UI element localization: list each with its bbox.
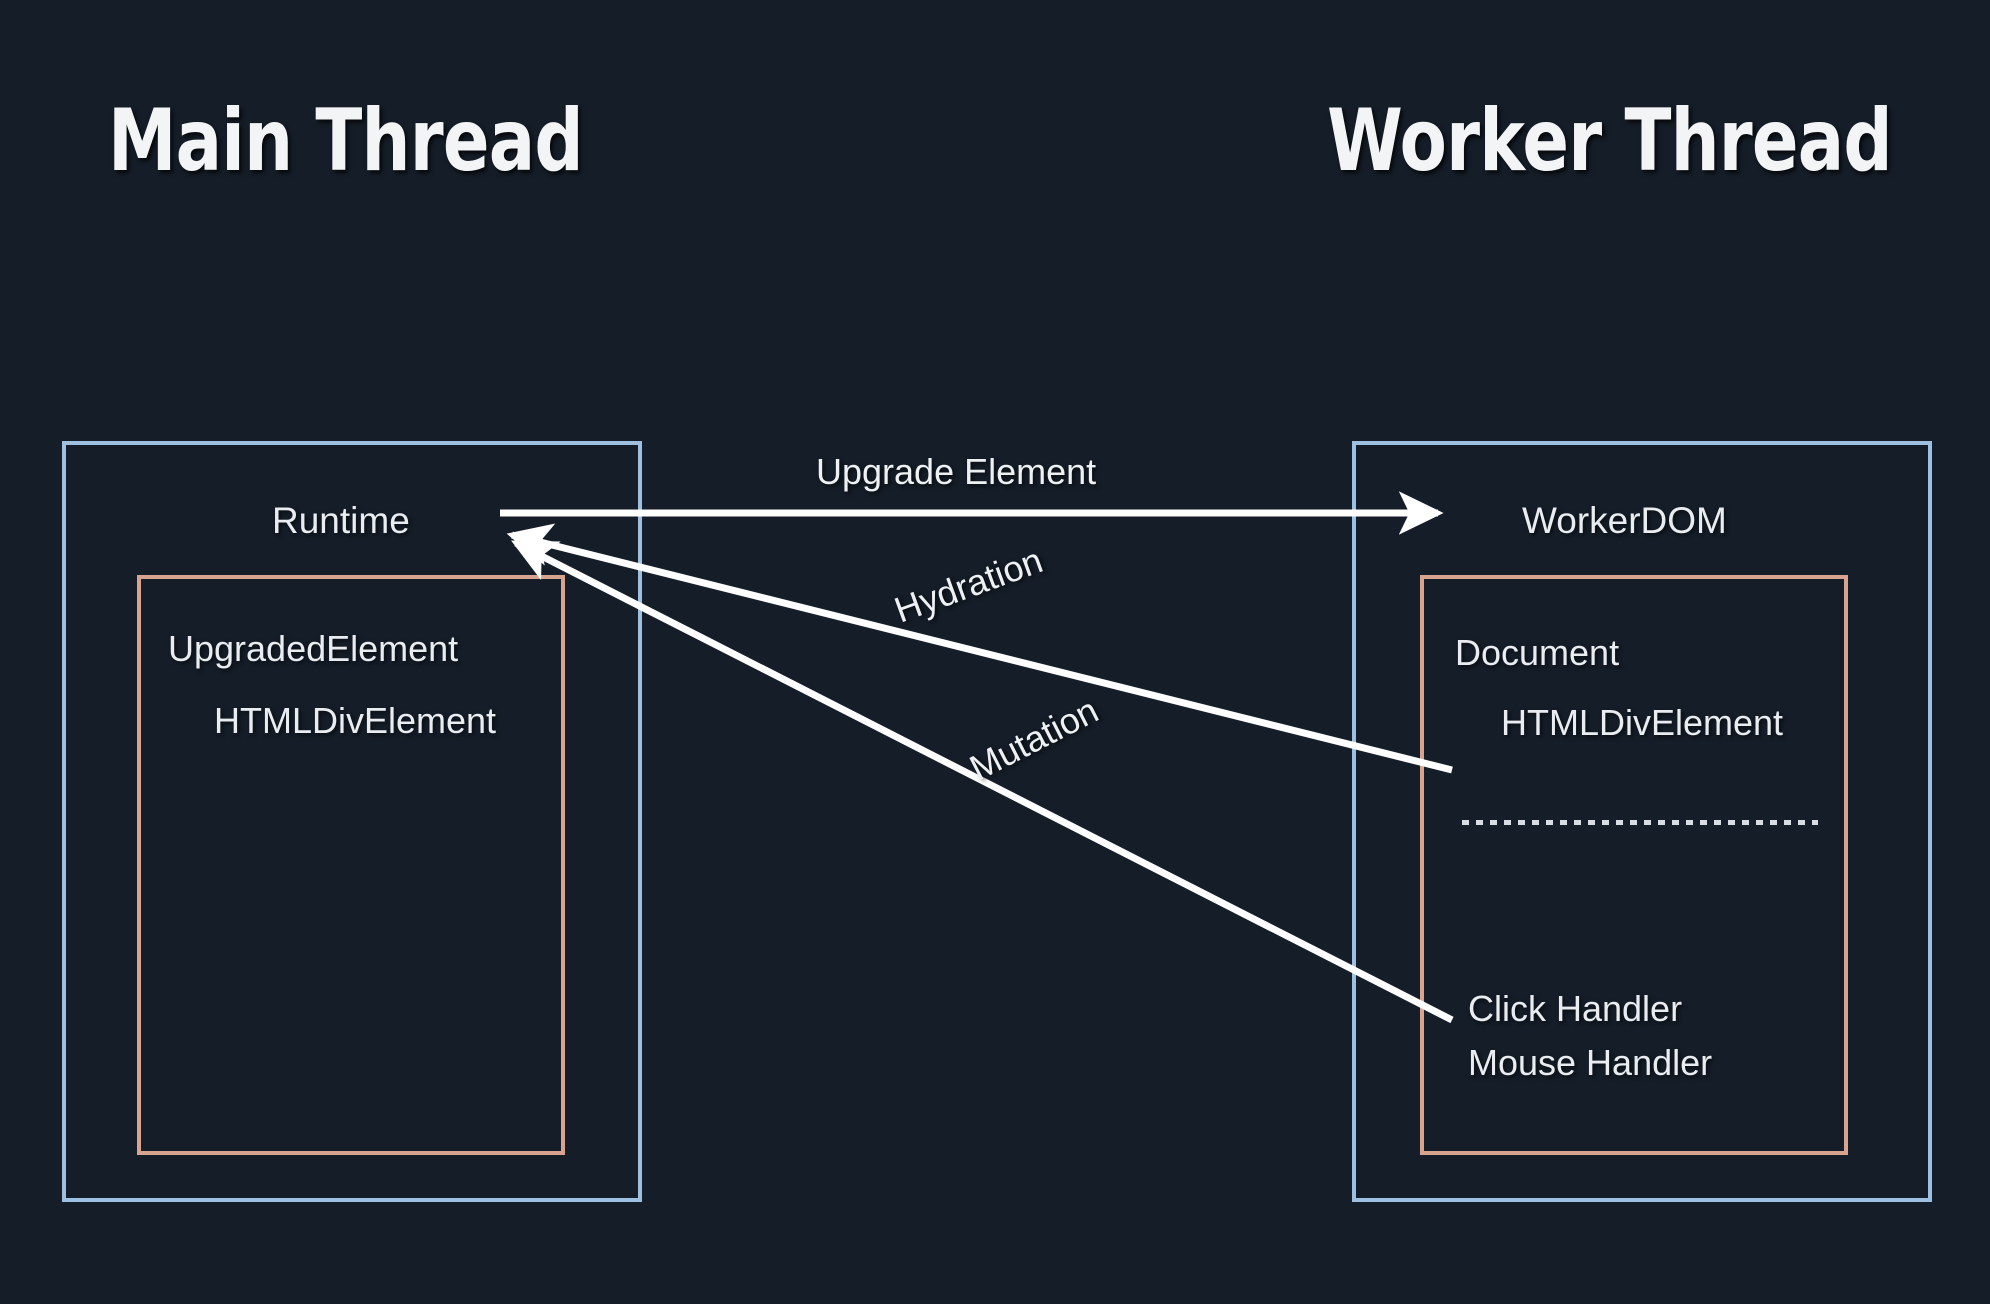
main-thread-title: Main Thread <box>108 91 584 191</box>
dotted-divider <box>1462 820 1818 825</box>
worker-html-div-element-label: HTMLDivElement <box>1501 702 1784 743</box>
workerdom-label: WorkerDOM <box>1522 500 1727 541</box>
main-html-div-element-label: HTMLDivElement <box>214 700 497 741</box>
arrow-label-mutation: Mutation <box>963 689 1105 789</box>
worker-thread-title: Worker Thread <box>1327 91 1893 191</box>
arrow-label-upgrade-element: Upgrade Element <box>816 451 1097 492</box>
document-label: Document <box>1455 632 1620 673</box>
upgraded-element-label: UpgradedElement <box>168 628 459 669</box>
arrow-label-hydration: Hydration <box>889 539 1048 631</box>
click-handler-label: Click Handler <box>1468 988 1683 1029</box>
mouse-handler-label: Mouse Handler <box>1468 1042 1713 1083</box>
runtime-label: Runtime <box>272 500 410 541</box>
